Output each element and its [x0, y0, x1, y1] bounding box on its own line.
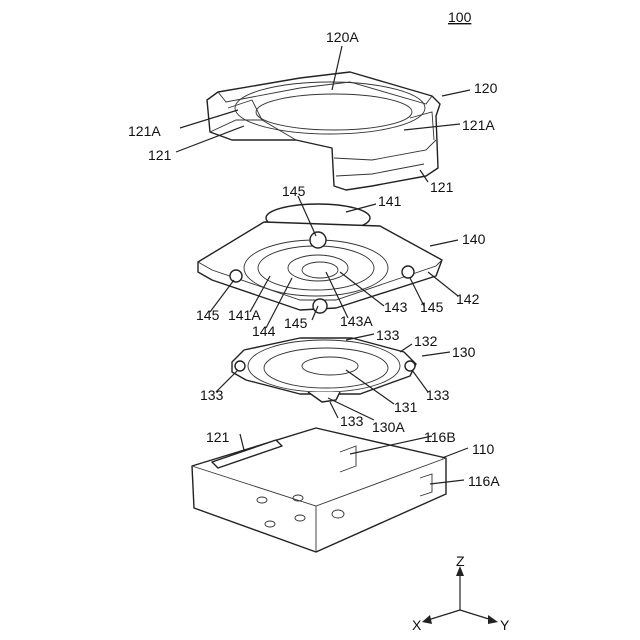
axis-x-label: X — [412, 617, 422, 633]
figure-ref-label: 100 — [448, 9, 472, 25]
label-133-left: 133 — [200, 387, 224, 403]
label-116B: 116B — [424, 429, 456, 445]
label-110: 110 — [472, 441, 495, 457]
label-145-top: 145 — [282, 183, 306, 199]
label-143: 143 — [384, 299, 408, 315]
label-141: 141 — [378, 193, 402, 209]
label-140: 140 — [462, 231, 486, 247]
label-145-right: 145 — [420, 299, 444, 315]
label-121A-left: 121A — [128, 123, 161, 139]
label-145-mid: 145 — [284, 315, 308, 331]
label-130: 130 — [452, 344, 476, 360]
label-121-right: 121 — [430, 179, 454, 195]
label-131: 131 — [394, 399, 418, 415]
label-141A: 141A — [228, 307, 261, 323]
axis-y-label: Y — [500, 617, 510, 633]
disc-part-130 — [232, 338, 416, 402]
label-132: 132 — [414, 333, 438, 349]
label-133-bottom: 133 — [340, 413, 364, 429]
label-145-left: 145 — [196, 307, 220, 323]
axis-z-label: Z — [456, 553, 465, 569]
frame-part-140 — [198, 204, 442, 313]
label-133-top: 133 — [376, 327, 400, 343]
base-part-110 — [192, 428, 446, 552]
label-120: 120 — [474, 80, 498, 96]
label-142: 142 — [456, 291, 480, 307]
label-120A: 120A — [326, 29, 359, 45]
label-121A-right: 121A — [462, 117, 495, 133]
label-133-right: 133 — [426, 387, 450, 403]
coordinate-axes: Z X Y — [412, 553, 510, 633]
label-143A: 143A — [340, 313, 373, 329]
label-144: 144 — [252, 323, 276, 339]
label-121-left: 121 — [148, 147, 172, 163]
label-130A: 130A — [372, 419, 405, 435]
label-116A: 116A — [468, 473, 500, 489]
cover-part-120 — [207, 72, 440, 190]
label-121-base: 121 — [206, 429, 230, 445]
